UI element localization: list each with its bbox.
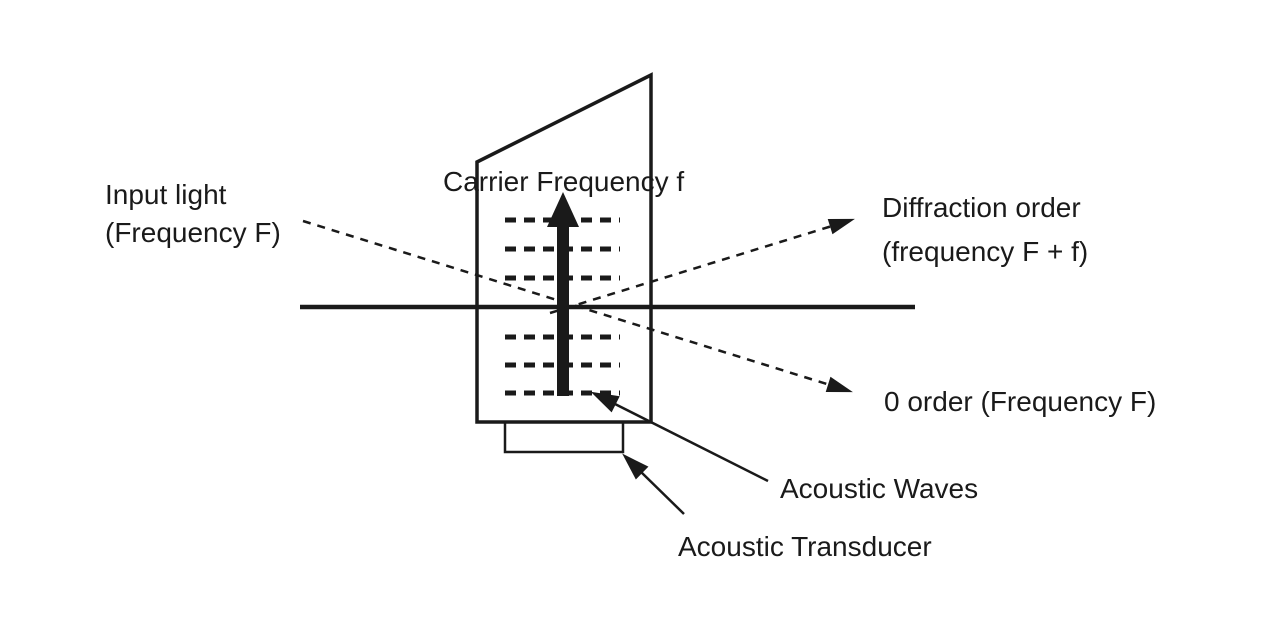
carrier-frequency-label: Carrier Frequency f <box>443 166 684 197</box>
acoustic-transducer-label: Acoustic Transducer <box>678 531 932 562</box>
input-to-zero-order-beam-line <box>302 219 853 393</box>
acoustic-transducer-pointer <box>622 453 685 515</box>
acoustic-waves-label: Acoustic Waves <box>780 473 978 504</box>
carrier-arrow-head <box>547 192 579 227</box>
transducer-rect <box>503 420 625 454</box>
diffraction-beam-line <box>549 218 855 315</box>
diffraction-order-label-line1: Diffraction order <box>882 192 1081 223</box>
input-light-label-line1: Input light <box>105 179 227 210</box>
input-light-label-line2: (Frequency F) <box>105 217 281 248</box>
zero-order-label: 0 order (Frequency F) <box>884 386 1156 417</box>
carrier-frequency-arrow <box>547 192 579 396</box>
acoustic-waves-pointer <box>590 391 769 483</box>
diffraction-order-label-line2: (frequency F + f) <box>882 236 1088 267</box>
